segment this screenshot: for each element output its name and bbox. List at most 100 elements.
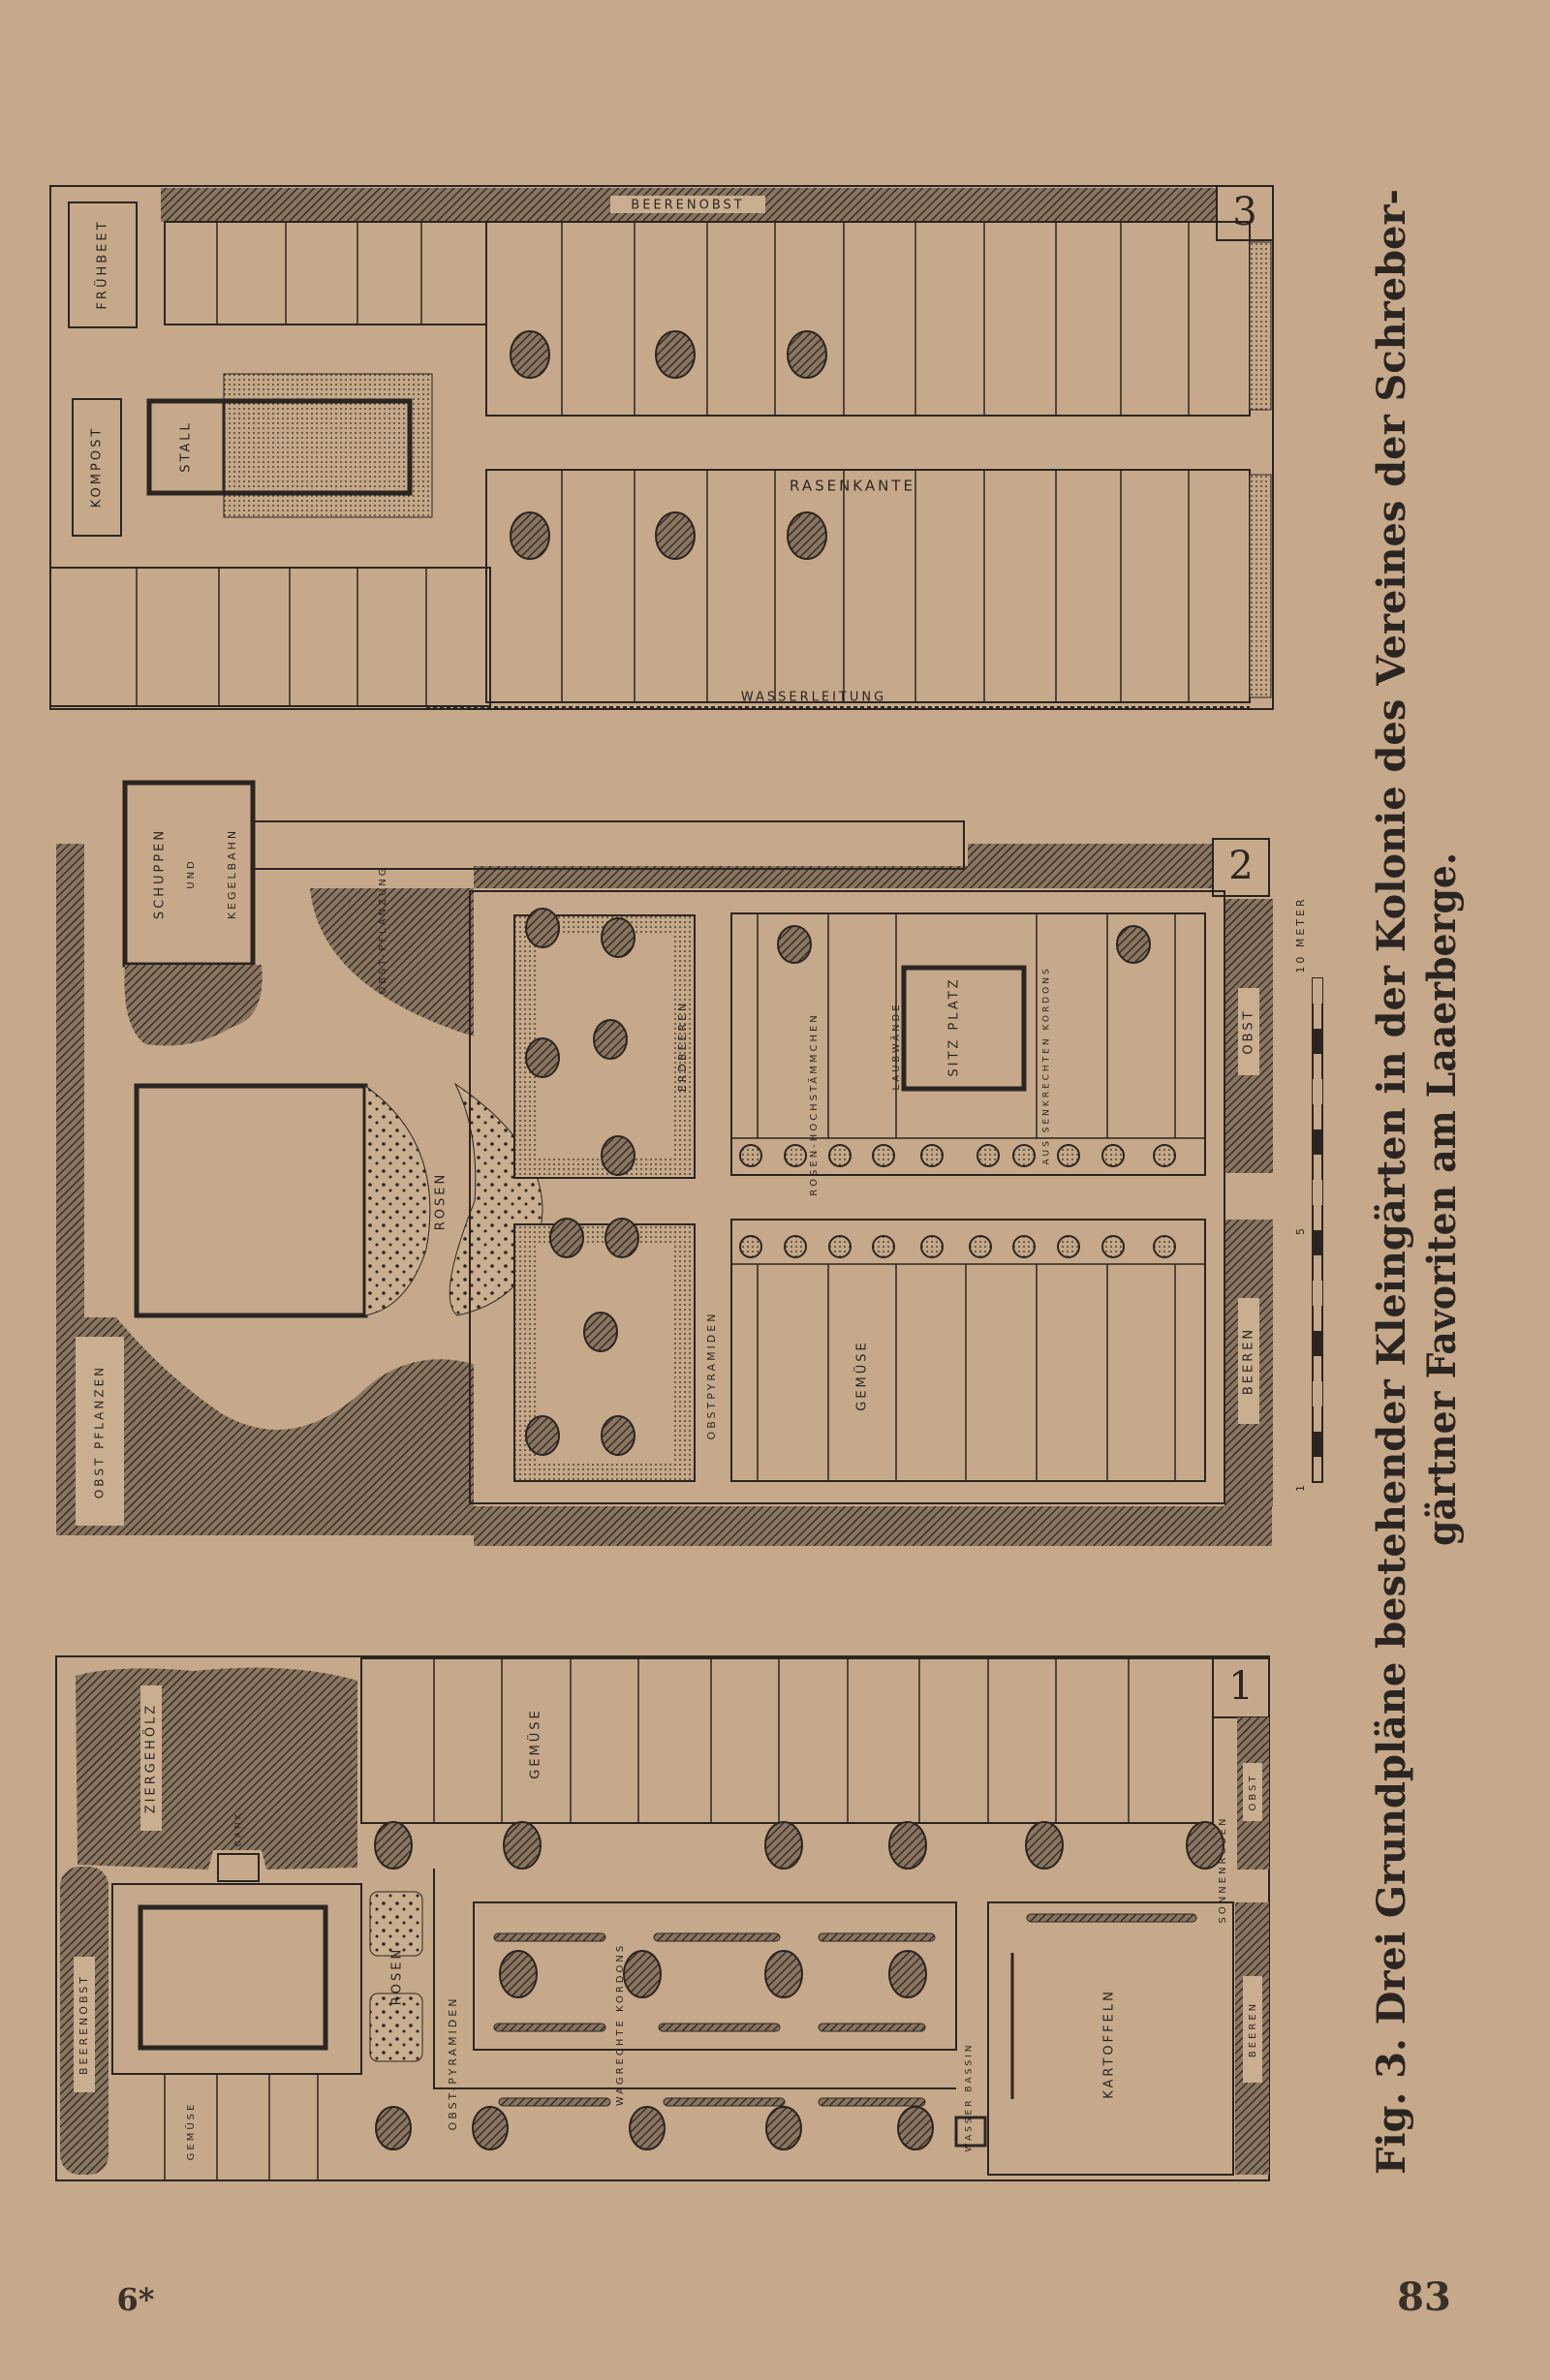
label-sitzplatz: SITZ PLATZ — [947, 976, 962, 1076]
plan-number: 1 — [1228, 1664, 1253, 1709]
tree-icon — [888, 1950, 927, 1998]
rose-icon — [1057, 1144, 1080, 1167]
scale-segment — [1313, 978, 1322, 1004]
tree-icon — [777, 925, 812, 964]
label-gemuese: GEMÜSE — [853, 1340, 870, 1411]
tree-icon — [472, 2106, 509, 2150]
rose-icon — [1057, 1235, 1080, 1258]
inner-path-line — [433, 1869, 956, 2089]
label-sonnenrosen: SONNENROSEN — [1218, 1816, 1228, 1924]
kordon-icon — [818, 1932, 936, 1942]
tree-icon — [897, 2106, 934, 2150]
plan-3: BEERENOBST 3 FRÜHBEET KOMPOST STALL RASE… — [49, 185, 1274, 710]
plan-number-box — [1212, 838, 1270, 897]
label-obst: OBST — [1248, 1773, 1258, 1810]
house — [134, 1083, 368, 1318]
stall-border-bed — [223, 373, 433, 518]
scale-label-mid: 5 — [1294, 1225, 1307, 1235]
bed-dividers — [216, 222, 422, 325]
beds-top-left — [164, 221, 487, 325]
label-gemuese-top: GEMÜSE — [527, 1708, 543, 1779]
kordon-icon — [663, 2097, 786, 2107]
scale-segment — [1313, 1129, 1322, 1155]
rosen-bed — [369, 1891, 423, 1957]
tree-icon — [888, 1821, 927, 1870]
label-gemuese-small: GEMÜSE — [184, 2102, 197, 2161]
label-kartoffeln: KARTOFFELN — [1102, 1989, 1117, 2099]
tree-icon — [583, 1312, 618, 1352]
rose-icon — [784, 1235, 807, 1258]
tree-icon — [525, 1415, 560, 1456]
trees — [374, 1821, 1224, 2150]
label-obst-pflanzen: OBST PFLANZEN — [93, 1365, 107, 1499]
rose-icon — [1153, 1144, 1176, 1167]
tree-icon — [604, 1218, 639, 1258]
label-rosen: ROSEN — [390, 1947, 405, 2005]
beds-top-right — [485, 221, 1251, 417]
rose-icon — [1101, 1235, 1125, 1258]
kordons-block — [473, 1901, 957, 2051]
kordon-icon — [498, 2097, 611, 2107]
label-fruehbeet: FRÜHBEET — [94, 219, 110, 309]
rose-icon — [739, 1144, 762, 1167]
tree-icon — [549, 1218, 584, 1258]
tree-icon — [764, 1821, 803, 1870]
flower-bed — [364, 1085, 431, 1316]
plan-2: OBST BEEREN 2 SCHUPPEN UND KEGELBAHN OBS… — [56, 780, 1273, 1546]
tree-icon — [601, 917, 636, 958]
tree-icon — [503, 1821, 542, 1870]
tree-icon — [1186, 1821, 1224, 1870]
label-kegelbahn: KEGELBAHN — [226, 828, 238, 919]
scale-segment — [1313, 1079, 1322, 1104]
label-ziergehoelz: ZIERGEHÖLZ — [142, 1703, 159, 1813]
garden-frame — [469, 890, 1225, 1504]
tree-icon — [593, 1019, 628, 1060]
scale-segment — [1313, 1180, 1322, 1205]
beds-bottom-left — [49, 567, 491, 707]
trees — [525, 908, 1151, 1456]
bed-dividers — [433, 1658, 1130, 1823]
rose-icon — [828, 1235, 852, 1258]
rose-icon — [1153, 1235, 1176, 1258]
gemuese-beds — [360, 1657, 1214, 1824]
obst-pflanzen-area — [84, 1317, 474, 1535]
scale-segment — [1313, 1230, 1322, 1255]
scale-label-start: 1 — [1294, 1482, 1307, 1492]
path-to-shed — [252, 820, 965, 870]
kordon-icon — [818, 2097, 926, 2107]
scale-segment — [1313, 1381, 1322, 1406]
plan-1: ZIERGEHÖLZ BANK GEMÜSE 1 OBST SONNENROSE… — [55, 1655, 1270, 2181]
label-wasserleitung: WASSERLEITUNG — [741, 691, 886, 705]
plan-number-box — [1216, 185, 1274, 241]
tree-icon — [655, 511, 696, 560]
bed-dividers — [561, 222, 1190, 702]
label-rosen: ROSEN — [434, 1172, 449, 1230]
label-beeren: BEEREN — [1242, 1327, 1256, 1395]
ziergehoelz-area — [76, 1667, 357, 1870]
tree-icon — [525, 908, 560, 948]
rose-icon — [784, 1144, 807, 1167]
kordon-icon — [818, 2023, 926, 2032]
label-aus-kordons: AUS SENKRECHTEN KORDONS — [1042, 966, 1052, 1164]
page-number: 83 — [1397, 2274, 1451, 2320]
tree-icon — [601, 1135, 636, 1176]
rose-icon — [920, 1144, 944, 1167]
label-obst: OBST — [1242, 1008, 1256, 1054]
rose-icon — [920, 1235, 944, 1258]
rose-icon — [1012, 1144, 1036, 1167]
tree-icon — [629, 2106, 666, 2150]
tree-icon — [787, 330, 827, 379]
plan-number: 3 — [1232, 190, 1256, 234]
label-beerenobst: BEERENOBST — [78, 1974, 90, 2075]
label-obstpyramiden: OBST-PYRAMIDEN — [447, 1996, 459, 2131]
scale-label-end: 10 METER — [1294, 896, 1307, 973]
kordon-icon — [658, 2023, 781, 2032]
rose-icon — [739, 1235, 762, 1258]
wasserbassin — [954, 2116, 987, 2148]
label-kompost: KOMPOST — [90, 426, 105, 509]
page-signature: 6* — [117, 2281, 155, 2318]
tree-icon — [655, 330, 696, 379]
kordon-icon — [653, 1932, 781, 1942]
border-strip — [1249, 474, 1272, 698]
